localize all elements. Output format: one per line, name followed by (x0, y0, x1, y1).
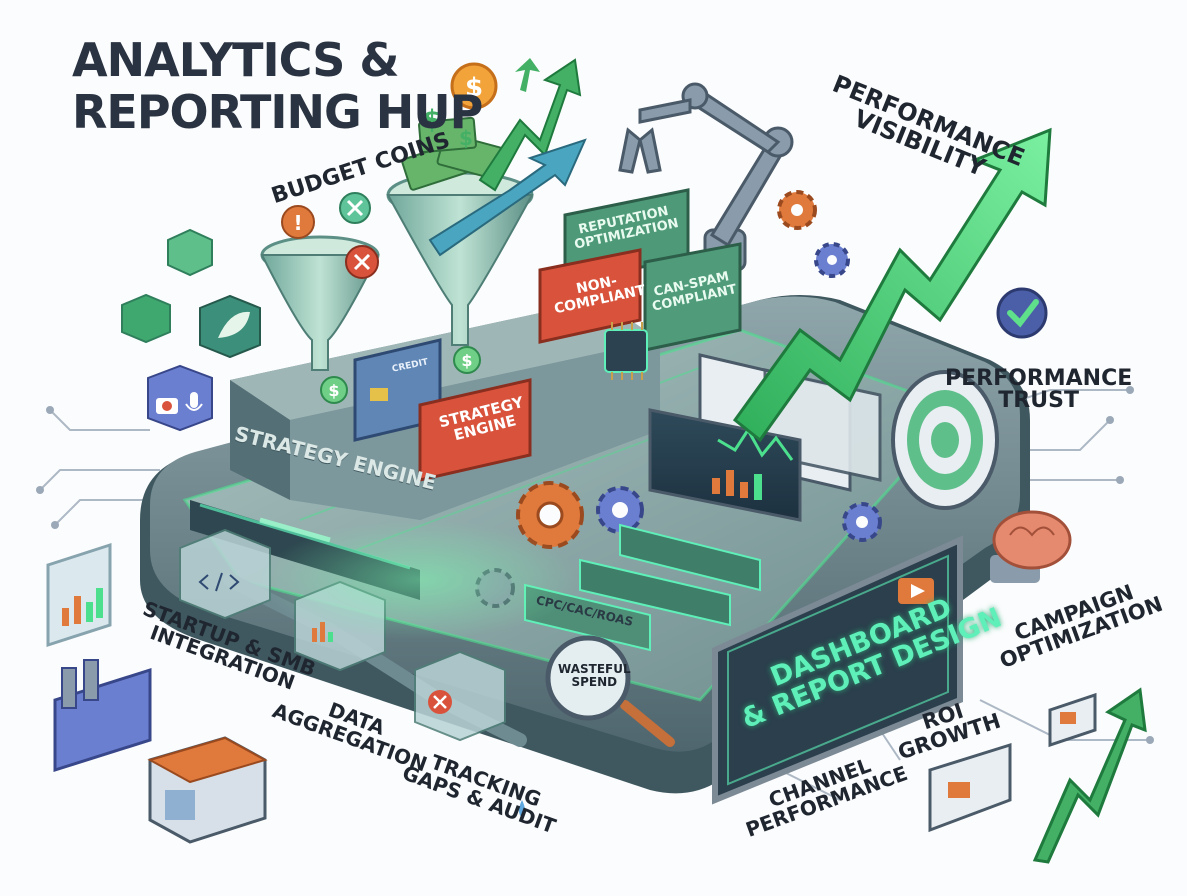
close-icon (339, 192, 379, 279)
warning-icon: ! (281, 205, 315, 239)
title-line-1: ANALYTICS & (72, 33, 400, 87)
bar-chart-icon (712, 470, 762, 500)
svg-text:$: $ (423, 105, 441, 135)
svg-text:$: $ (461, 351, 472, 370)
play-icon (898, 578, 934, 604)
svg-text:!: ! (293, 211, 302, 235)
non-compliant-tag (538, 248, 642, 344)
leaf-icon (218, 311, 250, 338)
checkmark-icon (996, 287, 1048, 339)
label-line: PERFORMANCE (945, 366, 1133, 391)
strategy-engine-tag (418, 378, 532, 482)
code-icon (198, 572, 240, 592)
leaking-drop (519, 800, 525, 818)
can-spam-tag (643, 242, 742, 352)
growth-arrow-icon (428, 58, 1147, 864)
camera-icon (156, 398, 178, 414)
magnifier-line: SPEND (571, 674, 618, 689)
dashboard-sign (712, 535, 963, 805)
magnifier-line: WASTEFUL (558, 662, 631, 676)
factory-icon (53, 659, 152, 773)
store-icon (147, 736, 268, 844)
target-icon (891, 370, 999, 510)
label-performance-trust: PERFORMANCE TRUST (945, 368, 1132, 412)
dollar-coin-icon: $ $ $ $ $ (320, 62, 498, 404)
bar-chart-icon (46, 542, 112, 648)
brain-icon (990, 510, 1072, 583)
svg-text:$: $ (328, 381, 339, 400)
chip-icon (604, 322, 648, 380)
cash-bills (401, 116, 504, 191)
svg-text:$: $ (459, 126, 473, 150)
magnifier-icon (545, 635, 675, 747)
microphone-icon (185, 392, 203, 411)
page-title: ANALYTICS & REPORTING HUP (72, 33, 483, 139)
svg-text:$: $ (465, 73, 483, 103)
mini-monitors (928, 692, 1097, 833)
wasteful-spend-text: WASTEFUL SPEND (558, 663, 631, 688)
title-line-2: REPORTING HUP (72, 85, 483, 139)
close-icon (428, 690, 452, 714)
label-line: TRUST (998, 388, 1079, 413)
